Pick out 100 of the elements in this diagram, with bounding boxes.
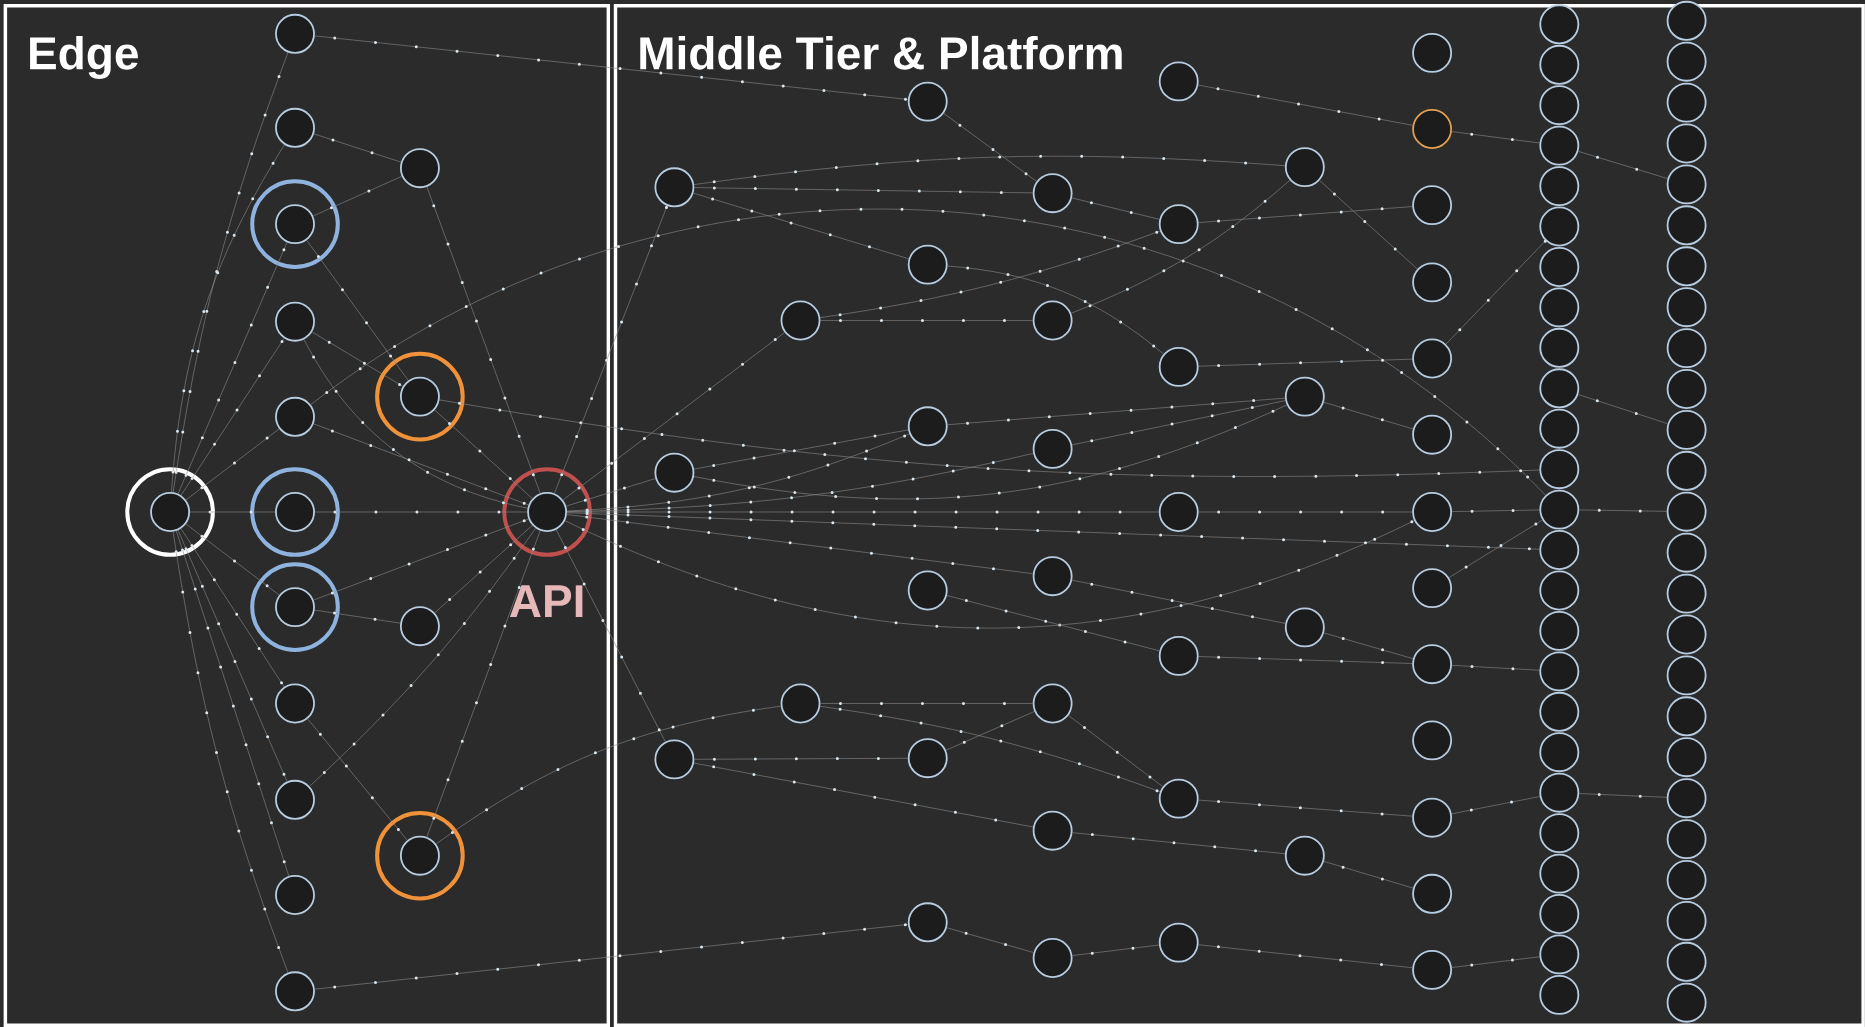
connector-line bbox=[563, 519, 1416, 630]
node-circle bbox=[1412, 568, 1453, 609]
connector-line bbox=[1070, 399, 1287, 447]
node-circle bbox=[1284, 607, 1325, 648]
connector-line bbox=[692, 761, 1035, 829]
node-circle bbox=[1666, 82, 1707, 123]
node-circle bbox=[1666, 778, 1707, 819]
node-circle bbox=[1539, 732, 1580, 773]
connector-line bbox=[1322, 859, 1415, 890]
connector-line bbox=[1576, 393, 1670, 426]
node-circle bbox=[1539, 327, 1580, 368]
node-circle bbox=[1666, 614, 1707, 655]
connector-line bbox=[171, 530, 290, 975]
node-circle bbox=[1412, 949, 1453, 990]
node-circle bbox=[1158, 492, 1199, 532]
connector-line bbox=[306, 717, 409, 842]
connector-line bbox=[818, 704, 1162, 794]
node-circle bbox=[1666, 573, 1707, 614]
node-circle bbox=[1539, 247, 1580, 287]
node-circle bbox=[1666, 41, 1707, 82]
connector-line bbox=[312, 422, 530, 507]
node-circle bbox=[1412, 720, 1453, 761]
connector-line bbox=[818, 229, 1162, 320]
connector-line bbox=[946, 264, 1165, 356]
connector-line bbox=[1318, 179, 1419, 271]
connector-line bbox=[1322, 400, 1415, 431]
connector-line bbox=[1576, 149, 1670, 181]
connector-line bbox=[1070, 943, 1161, 958]
connector-line bbox=[1067, 714, 1165, 789]
connector-line bbox=[946, 396, 1287, 427]
connector-line bbox=[1070, 578, 1287, 625]
connector-line bbox=[313, 34, 910, 101]
connector-line bbox=[1577, 792, 1669, 799]
connector-line bbox=[184, 427, 281, 502]
connector-line bbox=[184, 522, 281, 597]
connector-line bbox=[313, 922, 910, 991]
node-circle bbox=[1539, 530, 1580, 570]
node-circle bbox=[1539, 610, 1580, 651]
node-circle bbox=[1539, 166, 1580, 207]
node-circle bbox=[1032, 428, 1073, 469]
connector-line bbox=[1197, 357, 1414, 368]
node-circle bbox=[1539, 894, 1580, 934]
connector-line bbox=[174, 529, 291, 878]
connector-line bbox=[1450, 795, 1542, 816]
service-node: API bbox=[502, 467, 592, 617]
node-circle bbox=[250, 467, 340, 557]
connector-line bbox=[1197, 943, 1414, 970]
node-circle bbox=[1666, 0, 1707, 41]
node-circle bbox=[1158, 778, 1199, 819]
connector-line bbox=[312, 517, 530, 602]
node-label: API bbox=[509, 585, 583, 618]
connector-line bbox=[434, 704, 783, 846]
node-circle bbox=[275, 107, 315, 148]
node-circle bbox=[1666, 737, 1707, 778]
node-circle bbox=[1284, 376, 1325, 417]
connector-line bbox=[565, 513, 1035, 576]
connector-line bbox=[945, 594, 1161, 653]
node-circle bbox=[1539, 489, 1580, 530]
connector-line bbox=[1196, 83, 1414, 127]
connector-line bbox=[692, 191, 911, 261]
node-circle bbox=[654, 739, 695, 780]
node-circle bbox=[1158, 635, 1199, 676]
node-circle bbox=[1666, 205, 1707, 246]
node-circle bbox=[275, 971, 315, 1012]
node-circle bbox=[907, 406, 948, 447]
connector-line bbox=[944, 710, 1036, 752]
node-circle bbox=[1539, 853, 1580, 894]
node-circle bbox=[1539, 974, 1580, 1015]
node-circle bbox=[907, 738, 948, 779]
node-circle bbox=[125, 467, 215, 557]
node-circle bbox=[1666, 328, 1707, 369]
node-circle bbox=[1539, 287, 1580, 328]
connector-line bbox=[1450, 663, 1541, 672]
connector-line bbox=[438, 398, 1541, 478]
node-circle bbox=[1666, 369, 1707, 409]
connector-line bbox=[564, 477, 657, 508]
node-circle bbox=[1539, 85, 1580, 126]
connector-line bbox=[1450, 508, 1541, 514]
node-circle bbox=[1539, 449, 1580, 490]
node-circle bbox=[1412, 32, 1453, 73]
connector-line bbox=[433, 523, 534, 615]
connector-line bbox=[1322, 631, 1415, 661]
node-circle bbox=[1539, 125, 1580, 166]
node-circle bbox=[1284, 147, 1325, 188]
node-circle bbox=[1539, 813, 1580, 854]
node-circle bbox=[1666, 982, 1707, 1023]
node-circle bbox=[275, 779, 315, 820]
node-circle bbox=[275, 683, 315, 724]
node-circle bbox=[250, 179, 340, 269]
connector-line bbox=[311, 174, 404, 218]
node-circle bbox=[1666, 532, 1707, 573]
connector-line bbox=[565, 432, 911, 513]
node-circle bbox=[1666, 246, 1707, 287]
node-circle bbox=[1666, 491, 1707, 532]
node-circle bbox=[1539, 691, 1580, 732]
node-circle bbox=[1539, 651, 1580, 692]
connector-line bbox=[692, 428, 910, 471]
connector-line bbox=[945, 926, 1035, 954]
node-circle bbox=[1539, 4, 1580, 45]
node-circle bbox=[1158, 346, 1199, 387]
